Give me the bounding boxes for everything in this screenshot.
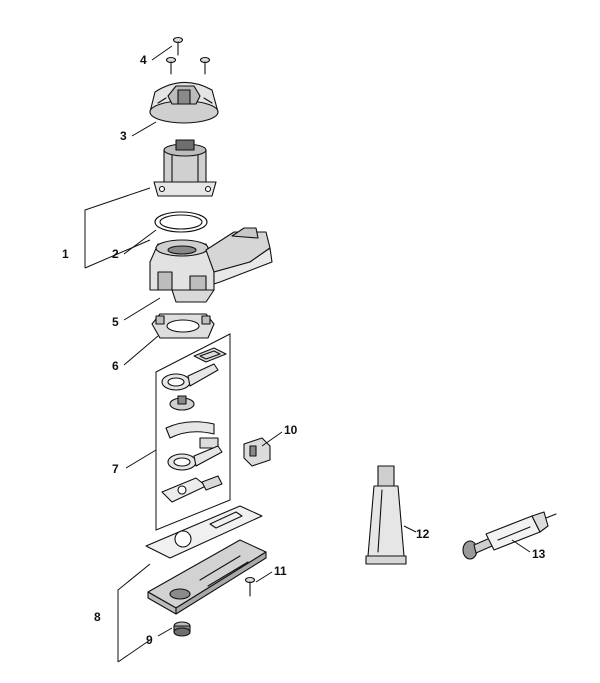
leader-line	[131, 121, 157, 137]
grease-tube-icon	[365, 465, 407, 565]
callout-label: 8	[94, 610, 101, 624]
screw-icon	[199, 56, 211, 75]
callout-label: 6	[112, 359, 119, 373]
housing-part	[149, 227, 273, 303]
callout-label: 5	[112, 315, 119, 329]
bracket-1	[84, 187, 151, 269]
kit-gear-part	[169, 395, 195, 411]
leader-line	[261, 431, 283, 447]
leader-line	[151, 45, 173, 61]
callout-label: 9	[146, 633, 153, 647]
callout-label: 12	[416, 527, 430, 541]
leader-line	[255, 571, 273, 583]
callout-label: 1	[62, 247, 69, 261]
screw-icon	[172, 36, 184, 56]
callout-label: 3	[120, 129, 127, 143]
motor-part	[153, 139, 217, 197]
callout-label: 7	[112, 462, 119, 476]
leader-line	[123, 229, 157, 255]
kit-lever2-part	[167, 445, 223, 471]
leader-line	[123, 297, 161, 321]
leader-line	[123, 335, 159, 366]
callout-label: 13	[532, 547, 546, 561]
base-gasket-part	[145, 505, 263, 559]
syringe-icon	[462, 511, 557, 560]
kit-lever-part	[161, 363, 219, 391]
kit-bracket	[155, 333, 231, 531]
cover-part	[149, 81, 219, 124]
roller-part	[173, 621, 191, 637]
bearing-plate-part	[151, 313, 215, 339]
leader-line	[125, 449, 157, 469]
callout-label: 10	[284, 423, 298, 437]
kit-seal-part	[193, 347, 227, 363]
leader-line	[511, 539, 531, 553]
bracket-8	[117, 563, 151, 663]
gasket-ring-part	[154, 211, 208, 233]
screw-icon	[244, 576, 256, 597]
screw-icon	[165, 56, 177, 75]
kit-clip-part	[165, 421, 219, 449]
callout-label: 4	[140, 53, 147, 67]
base-plate-part	[147, 539, 267, 615]
leader-line	[157, 627, 173, 637]
leader-line	[403, 525, 417, 533]
callout-label: 2	[112, 247, 119, 261]
clip-part	[243, 437, 271, 467]
kit-pad-part	[161, 475, 223, 503]
callout-label: 11	[274, 564, 287, 578]
